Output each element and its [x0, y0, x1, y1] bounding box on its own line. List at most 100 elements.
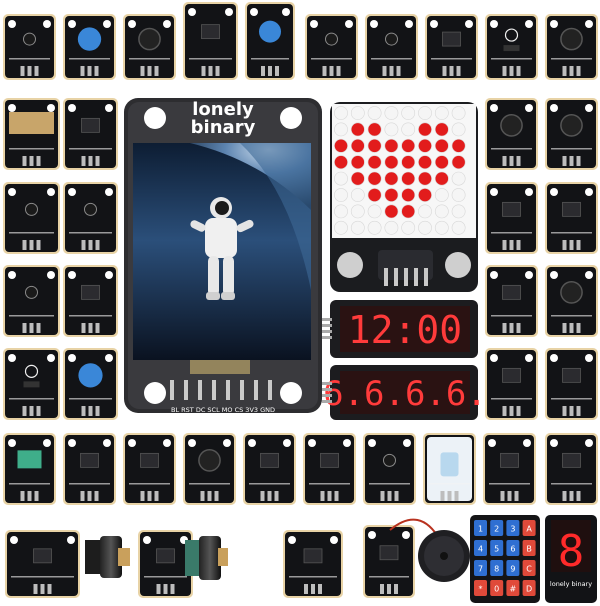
sensor-module	[123, 433, 176, 505]
mount-hole	[585, 271, 593, 279]
led-dot-off	[451, 122, 466, 137]
sensor-module	[305, 14, 358, 80]
mount-hole	[585, 188, 593, 196]
mount-hole	[67, 536, 75, 544]
tft-header-pins	[170, 380, 272, 400]
mount-hole	[188, 439, 196, 447]
seven-segment-module: 8 lonely binary	[545, 515, 597, 603]
led-matrix-module	[330, 102, 478, 292]
led-dot-off	[350, 106, 365, 120]
led-dot-off	[384, 106, 399, 120]
mount-hole	[585, 104, 593, 112]
led-dot-on	[401, 138, 416, 153]
sensor-module	[123, 14, 176, 80]
tft-display-module: lonely binary BL RST DC SCL MO CS 3V3 GN…	[124, 98, 322, 414]
relay-icon	[17, 450, 42, 469]
keypad-key: #	[506, 580, 520, 596]
keypad-key-label: #	[510, 585, 517, 594]
sensor-module	[423, 433, 476, 505]
led-dot-on	[384, 138, 399, 153]
mount-hole	[585, 439, 593, 447]
light-sensor-icon	[24, 364, 39, 378]
mount-hole	[8, 20, 16, 28]
sensor-module	[3, 98, 60, 170]
sensor-module	[63, 433, 116, 505]
keypad-key: 0	[490, 580, 504, 596]
potentiometer-knob	[85, 536, 130, 578]
keypad-key: 5	[490, 540, 504, 556]
mount-hole	[525, 271, 533, 279]
mount-hole	[223, 439, 231, 447]
mount-hole	[523, 439, 531, 447]
chip-icon	[81, 284, 100, 300]
mount-hole	[337, 252, 363, 278]
led-dot-on	[434, 155, 449, 170]
keypad-key: 8	[490, 560, 504, 576]
mount-hole	[368, 439, 376, 447]
sensor-module	[243, 433, 296, 505]
mount-hole	[105, 188, 113, 196]
chip-icon	[379, 545, 399, 561]
mount-hole	[288, 536, 296, 544]
led-dot-off	[367, 106, 382, 120]
keypad-key-label: 9	[510, 565, 515, 574]
led-matrix-grid	[334, 106, 466, 235]
keypad-key-label: 6	[510, 545, 515, 554]
tft-pin-labels: BL RST DC SCL MO CS 3V3 GND	[171, 406, 275, 414]
led-dot-on	[434, 122, 449, 137]
mount-hole	[525, 354, 533, 362]
led-dot-on	[384, 188, 399, 202]
chip-icon	[156, 548, 175, 564]
keypad-key-label: D	[526, 585, 532, 594]
led-dot-on	[367, 188, 382, 202]
led-dot-on	[418, 188, 432, 202]
sensor-dome-icon	[560, 27, 583, 51]
chip-icon	[140, 452, 159, 468]
chip-icon	[81, 117, 100, 133]
keypad-key-label: 7	[478, 565, 483, 574]
sensor-dome-icon	[138, 27, 161, 51]
keypad-key: 4	[474, 540, 487, 556]
mount-hole	[490, 271, 498, 279]
mount-hole	[144, 382, 166, 404]
mount-hole	[128, 439, 136, 447]
keypad-key: 9	[506, 560, 520, 576]
led-dot-off	[350, 188, 365, 202]
led-dot-off	[384, 122, 399, 137]
button-cap-icon	[77, 27, 102, 51]
keypad-key: 3	[506, 520, 520, 536]
brand-line-2: binary	[191, 117, 256, 138]
keypad-key-label: 8	[494, 565, 499, 574]
led-dot-off	[451, 188, 466, 202]
led-dot-on	[367, 122, 382, 137]
potentiometer-knob	[185, 536, 228, 580]
chip-icon	[80, 452, 99, 468]
mount-hole	[250, 8, 258, 16]
sensor-module	[63, 14, 116, 80]
button-cap-icon	[259, 20, 281, 43]
sensor-module	[485, 182, 538, 254]
mount-hole	[445, 252, 471, 278]
sensor-module	[483, 433, 536, 505]
led-dot-off	[334, 220, 348, 235]
led-dot-off	[401, 106, 416, 120]
sensor-module	[63, 265, 118, 337]
sensor-module	[485, 98, 538, 170]
led-dot-off	[451, 171, 466, 186]
mount-hole	[10, 536, 18, 544]
led-icon	[23, 32, 36, 46]
mount-hole	[370, 20, 378, 28]
chip-icon	[320, 452, 339, 468]
sensor-module	[363, 525, 415, 598]
mount-hole	[550, 354, 558, 362]
chip-icon	[260, 452, 279, 468]
keypad-key: 7	[474, 560, 487, 576]
mount-hole	[8, 354, 16, 362]
mount-hole	[490, 20, 498, 28]
sensor-module	[63, 182, 118, 254]
sensor-module	[3, 14, 56, 80]
number-display-module: 6.6.6.6.	[322, 365, 487, 420]
led-dot-on	[367, 155, 382, 170]
